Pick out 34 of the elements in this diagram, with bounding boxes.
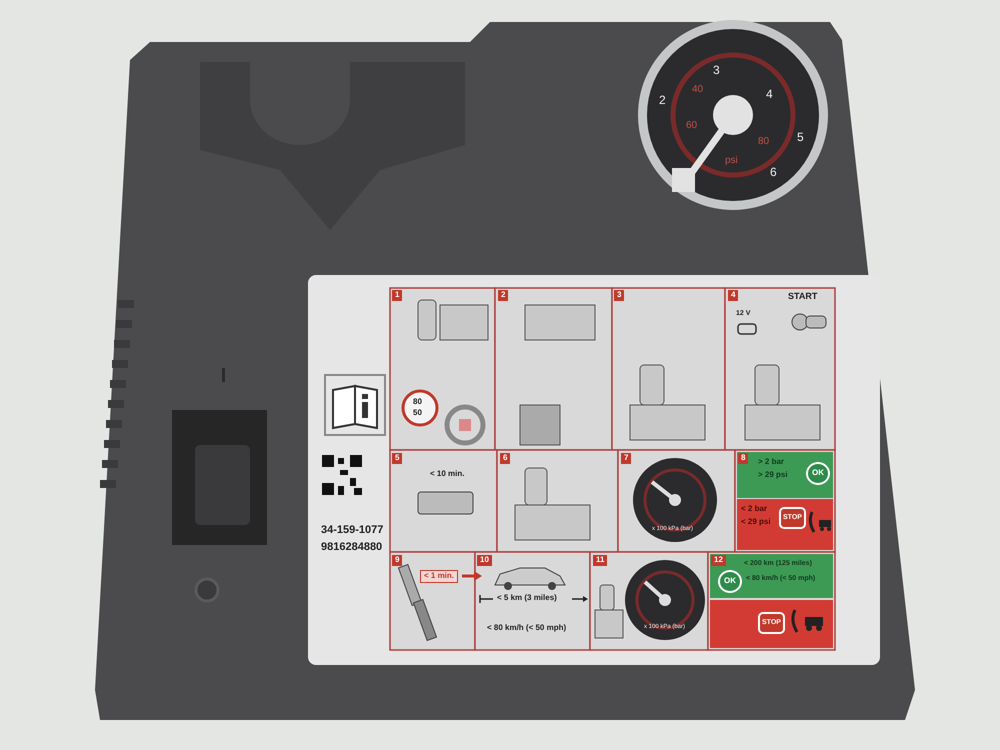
instruction-text: < 5 km (3 miles)	[497, 594, 557, 603]
instruction-text: < 2 bar	[741, 505, 768, 514]
instruction-text: < 10 min.	[430, 470, 464, 479]
instruction-text: START	[788, 292, 818, 302]
step-number: 11	[593, 555, 608, 566]
step-number: 4	[728, 290, 738, 301]
instruction-text: > 29 psi	[758, 471, 788, 480]
gauge-number: 2	[659, 94, 666, 108]
gauge-number: 60	[686, 120, 698, 131]
step-number: 8	[738, 453, 748, 464]
step-number: 12	[711, 555, 726, 566]
gauge-number: psi	[725, 155, 738, 166]
step-number: 3	[614, 290, 624, 301]
instruction-text: < 29 psi	[741, 518, 771, 527]
step-number: 2	[498, 290, 508, 301]
step-number: 6	[500, 453, 510, 464]
step-number: 9	[392, 555, 402, 566]
time-label: < 1 min.	[420, 570, 458, 583]
instruction-text: > 2 bar	[758, 458, 784, 467]
part-number: 9816284880	[321, 541, 382, 554]
gauge-number: 3	[713, 64, 720, 78]
step-number: 5	[392, 453, 402, 464]
instruction-text: < 80 km/h (< 50 mph)	[487, 624, 566, 633]
gauge-number: 6	[770, 166, 777, 180]
step-number: 7	[621, 453, 632, 464]
instruction-text: 50	[413, 409, 422, 418]
gauge-number: 5	[797, 131, 804, 144]
step-number: 1	[392, 290, 402, 301]
step-number: 10	[477, 555, 492, 566]
gauge-number: 4	[766, 88, 773, 102]
gauge-number: 40	[692, 84, 704, 95]
gauge-number: 80	[758, 136, 770, 147]
instruction-text: 80	[413, 398, 422, 407]
part-number: 34-159-1077	[321, 524, 384, 536]
